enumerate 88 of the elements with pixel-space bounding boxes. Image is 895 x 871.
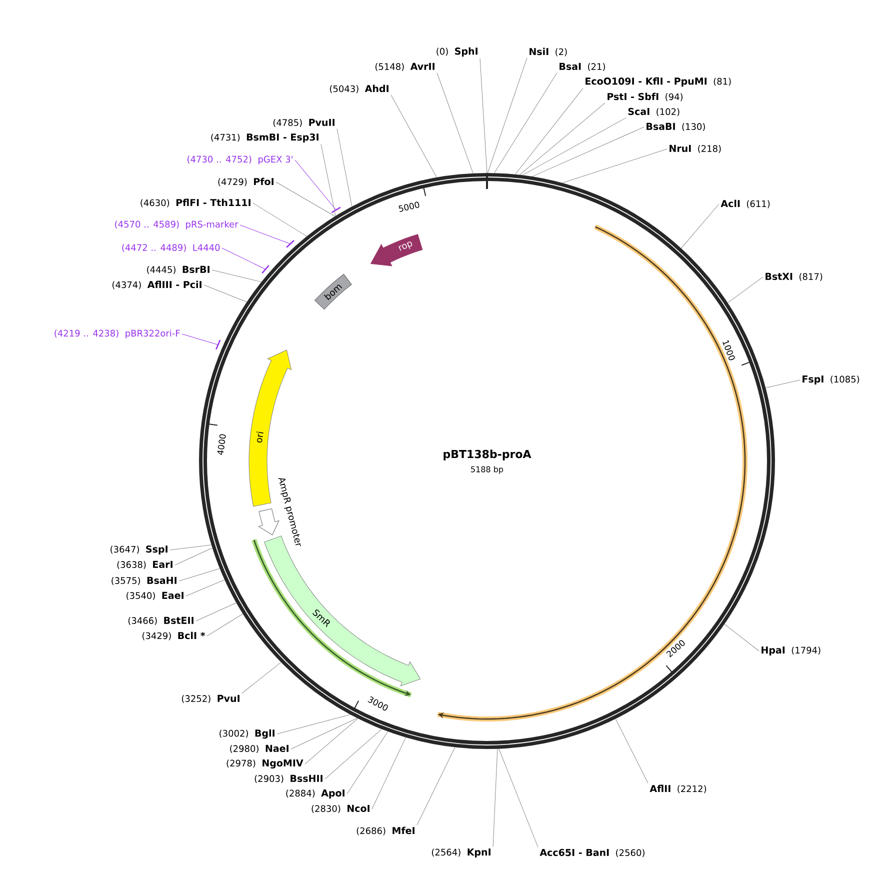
site-label: (4785) PvuII xyxy=(273,118,334,128)
site-label: EcoO109I - KflI - PpuMI (81) xyxy=(586,77,731,87)
site-label: (4472 .. 4489) L4440 xyxy=(122,244,220,252)
site-label: (3575) BsaHI xyxy=(112,576,176,586)
leader-line xyxy=(222,248,266,270)
site-label: (3647) SspI xyxy=(110,545,168,554)
site-label: (4729) PfoI xyxy=(218,178,274,186)
site-label: (3540) EaeI xyxy=(126,592,184,600)
site-label: (4630) PflFI - Tth111I xyxy=(140,198,250,208)
site-label: (2884) ApoI xyxy=(286,790,344,798)
leader-line xyxy=(320,144,336,216)
site-label: (4730 .. 4752) pGEX 3' xyxy=(188,156,292,164)
site-label: (4445) BsrBI xyxy=(147,266,210,274)
scale-label: 1000 xyxy=(722,340,751,366)
site-label: ScaI (102) xyxy=(628,108,680,116)
leader-line xyxy=(492,748,498,848)
leader-line xyxy=(336,128,352,207)
leader-line xyxy=(765,380,800,388)
leader-line xyxy=(242,662,282,694)
leader-line xyxy=(294,160,336,210)
leader-line xyxy=(170,544,212,550)
leader-line xyxy=(204,284,248,302)
site-label: BsaI (21) xyxy=(560,62,605,72)
plasmid-name: pBT138b-proA xyxy=(444,450,532,460)
scale-label: 5000 xyxy=(398,186,426,212)
site-label: (2980) NaeI xyxy=(230,744,288,754)
promoter-feature xyxy=(258,508,280,536)
leader-line xyxy=(324,728,382,780)
leader-line xyxy=(727,276,764,304)
site-label: AclI (611) xyxy=(720,200,770,208)
site-label: (3252) PvuI xyxy=(182,694,240,704)
site-label: (4570 .. 4589) pRS-marker xyxy=(115,220,238,230)
leader-line xyxy=(252,202,308,237)
leader-line xyxy=(487,58,528,174)
leader-line xyxy=(680,204,720,249)
leader-line xyxy=(186,580,225,596)
leader-line xyxy=(290,718,358,750)
leader-line xyxy=(178,568,220,582)
leader-line xyxy=(304,718,358,764)
sequence-length: 5188 bp xyxy=(471,466,504,474)
leader-line xyxy=(480,58,488,174)
site-label: HpaI (1794) xyxy=(762,646,820,656)
site-label: (3002) BglI xyxy=(220,729,274,739)
site-label: (2830) NcoI xyxy=(312,804,370,814)
leader-line xyxy=(562,148,668,184)
leader-line xyxy=(372,737,406,810)
site-label: FspI (1085) xyxy=(802,376,860,384)
site-label: (0) SphI xyxy=(436,47,478,57)
leader-line xyxy=(522,118,626,176)
leader-line xyxy=(519,102,606,176)
site-label: BsaBI (130) xyxy=(646,122,705,132)
leader-line xyxy=(724,624,760,652)
site-label: AflII (2212) xyxy=(650,784,706,794)
site-label: (2903) BssHII xyxy=(254,774,322,784)
leader-line xyxy=(494,72,558,174)
site-label: (5148) AvrII xyxy=(375,62,434,72)
site-label: (3429) BclI * xyxy=(142,632,206,640)
site-label: BstXI (817) xyxy=(766,272,822,282)
leader-line xyxy=(416,746,456,826)
site-label: (2564) KpnI xyxy=(432,848,490,858)
site-label: Acc65I - BanI (2560) xyxy=(540,848,644,858)
site-label: PstI - SbfI (94) xyxy=(608,92,683,102)
site-label: NruI (218) xyxy=(670,144,721,154)
leader-line xyxy=(615,718,648,784)
leader-line xyxy=(240,224,290,244)
site-label: (3638) EarI xyxy=(117,560,172,570)
leader-line xyxy=(498,748,538,848)
leader-line xyxy=(514,88,584,175)
leader-line xyxy=(276,182,336,217)
site-label: (5043) AhdI xyxy=(330,84,388,94)
site-label: (2978) NgoMIV xyxy=(226,760,304,768)
site-label: (4731) BsmBI - Esp3I xyxy=(211,133,318,142)
site-label: NsiI (2) xyxy=(530,48,567,56)
leader-line xyxy=(182,334,218,345)
leader-line xyxy=(276,714,351,734)
leader-line xyxy=(196,602,237,622)
leader-line xyxy=(532,126,644,177)
site-label: (4374) AflIII - PciI xyxy=(112,280,202,290)
leader-line xyxy=(206,614,244,636)
leader-line xyxy=(436,72,474,174)
site-label: (4219 .. 4238) pBR322ori-F xyxy=(54,330,180,338)
leader-line xyxy=(390,94,437,178)
site-label: (3466) BstEII xyxy=(128,616,194,626)
scale-label: 4000 xyxy=(208,424,226,455)
site-label: (2686) MfeI xyxy=(356,826,414,836)
leader-line xyxy=(174,548,213,566)
leader-line xyxy=(346,731,388,794)
leader-line xyxy=(212,270,262,282)
